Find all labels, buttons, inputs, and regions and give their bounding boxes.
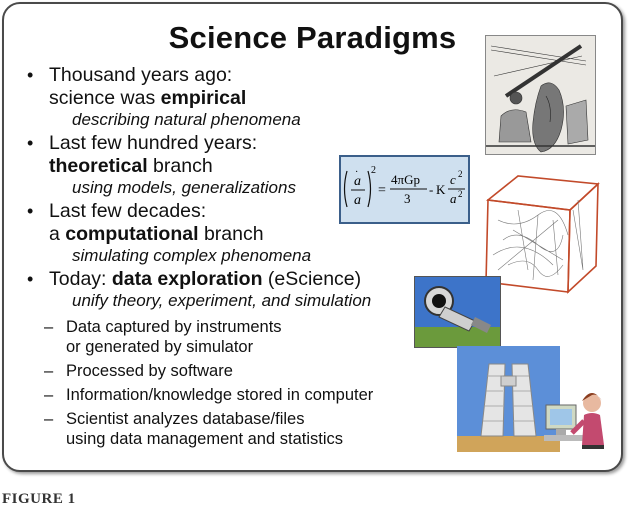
bullet-theoretical: • Last few hundred years: theoretical br…: [27, 132, 296, 198]
scientist-computer-icon: [544, 387, 616, 462]
rhs-denominator: 3: [404, 191, 411, 206]
text: science was: [49, 87, 161, 109]
bullet-dot: •: [27, 269, 34, 289]
bullet-heading: Thousand years ago:: [49, 64, 233, 86]
a-exponent: 2: [458, 189, 463, 199]
lhs-numerator: a: [354, 174, 361, 189]
bullet-italic: simulating complex phenomena: [72, 246, 312, 265]
dash-marker: –: [44, 386, 54, 404]
text: branch: [198, 223, 264, 245]
sub-bullet-instruments: – Data captured by instruments or genera…: [44, 317, 282, 357]
bullet-line: theoretical branch: [49, 155, 296, 178]
bullet-dot: •: [27, 65, 34, 85]
dash-marker: –: [44, 318, 54, 336]
sub-line: Data captured by instruments: [66, 318, 282, 336]
slide-title: Science Paradigms: [168, 20, 457, 55]
equals-sign: =: [378, 183, 386, 198]
bullet-italic: using models, generalizations: [72, 178, 296, 197]
text: (eScience): [262, 268, 362, 290]
rhs-numerator: 4πGp: [391, 172, 420, 187]
simulation-cube-icon: [478, 170, 606, 298]
dash-marker: –: [44, 410, 54, 428]
telescope-satellite-icon: [414, 276, 501, 348]
sub-line: using data management and statistics: [66, 430, 343, 448]
sub-line: Scientist analyzes database/files: [66, 410, 305, 428]
bullet-heading: Last few decades:: [49, 200, 207, 222]
bullet-line: science was empirical: [49, 87, 301, 110]
a-term: a: [450, 191, 457, 206]
bold-text: empirical: [160, 87, 247, 109]
bullet-dot: •: [27, 201, 34, 221]
dot-mark: ·: [355, 167, 358, 178]
bullet-heading: Last few hundred years:: [49, 132, 258, 154]
text: branch: [147, 155, 213, 177]
bold-text: theoretical: [49, 155, 148, 177]
c-exponent: 2: [458, 169, 463, 179]
figure-caption: FIGURE 1: [2, 491, 76, 507]
sub-line: Processed by software: [66, 362, 233, 380]
bullet-dot: •: [27, 133, 34, 153]
c-term: c: [450, 172, 456, 187]
astronomer-engraving-icon: [485, 35, 596, 155]
minus-sign: -: [429, 182, 433, 197]
bullet-italic: unify theory, experiment, and simulation: [72, 291, 372, 310]
lhs-exponent: 2: [371, 165, 376, 176]
sub-bullet-software: – Processed by software: [44, 361, 233, 381]
fermilab-building-icon: [457, 346, 560, 452]
k-constant: K: [436, 182, 446, 197]
text: Today:: [49, 268, 112, 290]
sub-line: or generated by simulator: [66, 338, 254, 356]
friedmann-equation: a · a 2 = 4πGp 3 - K c 2 a 2: [339, 155, 470, 224]
text: a: [49, 223, 66, 245]
bullet-line: a computational branch: [49, 223, 311, 246]
bullet-italic: describing natural phenomena: [72, 110, 301, 129]
bullet-line: Today: data exploration (eScience): [49, 268, 371, 291]
bullet-computational: • Last few decades: a computational bran…: [27, 200, 312, 266]
bold-text: data exploration: [111, 268, 263, 290]
sub-bullet-knowledge: – Information/knowledge stored in comput…: [44, 385, 374, 405]
sub-bullet-scientist: – Scientist analyzes database/files usin…: [44, 409, 343, 449]
bold-text: computational: [65, 223, 199, 245]
sub-line: Information/knowledge stored in computer: [66, 386, 374, 404]
dash-marker: –: [44, 362, 54, 380]
bullet-empirical: • Thousand years ago: science was empiri…: [27, 64, 301, 130]
bullet-today: • Today: data exploration (eScience) uni…: [27, 268, 372, 311]
slide-frame: Science Paradigms • Thousand years ago: …: [2, 2, 623, 472]
lhs-denominator: a: [354, 193, 361, 208]
